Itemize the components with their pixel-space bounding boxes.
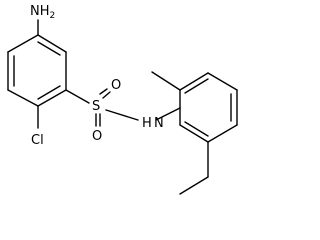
nh-label: H N [142, 116, 164, 131]
bond-methyl [151, 71, 181, 91]
bond-s-n [105, 109, 139, 121]
amine-label: NH2 [30, 4, 55, 21]
svg-text:NH2: NH2 [30, 4, 55, 21]
bond-n-c [155, 107, 181, 121]
benzene-ring-left [7, 34, 67, 107]
double-bond-inner [37, 85, 61, 100]
chlorine-label: Cl [31, 133, 44, 148]
bond-ethyl-2 [179, 176, 209, 195]
oxygen-top-label: O [111, 78, 121, 93]
sulfur-label: S [92, 99, 100, 114]
bond [179, 72, 209, 91]
bond [7, 89, 39, 107]
amine-h: H [40, 4, 50, 19]
molecule-structure: NH2 Cl S O O H N [7, 4, 238, 195]
nh-h: H [142, 116, 152, 131]
bond-s-o-top-double [102, 91, 111, 99]
oxygen-bottom-label: O [92, 129, 102, 144]
amine-h-count: 2 [50, 11, 56, 21]
double-bond-inner [184, 121, 209, 137]
nh-n: N [154, 116, 164, 131]
bond [37, 34, 67, 53]
bond [37, 89, 67, 107]
bond-c-s [65, 89, 90, 104]
double-bond-inner [37, 41, 61, 56]
bond [179, 124, 209, 143]
bond-s-o-top [99, 88, 108, 95]
bond [207, 124, 238, 143]
amine-n: N [30, 4, 40, 19]
double-bond-inner [184, 78, 209, 94]
bond [207, 72, 238, 91]
bond [7, 34, 39, 53]
benzene-ring-right [179, 72, 238, 143]
